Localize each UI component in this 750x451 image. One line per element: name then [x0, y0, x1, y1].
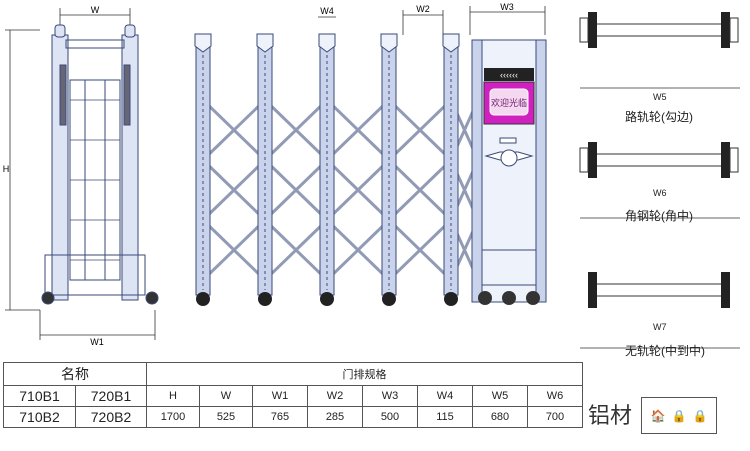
dim-w3-label: W3	[500, 2, 514, 12]
wheel-icon	[196, 292, 210, 306]
wheel-caption-rail: 路轨轮(勾边)	[625, 110, 693, 124]
rail-right	[729, 147, 739, 173]
wheel-icon	[258, 292, 272, 306]
wheel-icon	[382, 292, 396, 306]
value-cell: 700	[527, 406, 583, 428]
house-icon: 🏠	[650, 408, 666, 423]
column-header: W2	[307, 385, 363, 407]
wheel-right	[721, 142, 730, 178]
lattice-bar	[325, 218, 391, 282]
post-cap	[442, 33, 460, 53]
wheel-left	[588, 142, 597, 178]
rail-left	[579, 17, 589, 43]
scissor-lattice	[201, 98, 480, 282]
lattice-bar	[263, 218, 329, 282]
lattice-bar	[201, 218, 267, 282]
wheel-left	[588, 12, 597, 48]
lattice-bar	[387, 218, 453, 282]
sign-text: 欢迎光临	[491, 97, 527, 108]
value-cell: 680	[472, 406, 528, 428]
material-label: 铝材	[588, 403, 633, 428]
lattice-bar	[201, 98, 267, 162]
wheel-icon	[444, 292, 458, 306]
wheel-caption-trackless: 无轨轮(中到中)	[625, 344, 705, 358]
post-cap	[194, 33, 212, 53]
spec-table: 名称 门排规格 710B1 720B1 H W W1 W2 W3 W4 W5 W…	[3, 362, 583, 428]
rail-left	[579, 147, 589, 173]
wheel-dim-w5: W5	[653, 92, 667, 102]
wheel-icon	[320, 292, 334, 306]
dim-w-label: W	[91, 5, 100, 15]
material-icons-box: 🏠 🔒 🔒	[641, 397, 717, 434]
axle-bar	[595, 283, 723, 297]
spec-header: 门排规格	[146, 362, 583, 386]
dimension-lines	[5, 6, 546, 340]
wheel-right	[721, 12, 730, 48]
value-cell: 115	[417, 406, 473, 428]
lattice-bar	[201, 158, 267, 222]
value-cell: 285	[307, 406, 363, 428]
post-cap	[256, 33, 274, 53]
wheel-dim-w6: W6	[653, 188, 667, 198]
lattice-bar	[325, 98, 391, 162]
gate-posts	[194, 33, 460, 306]
side-rungs	[70, 99, 120, 261]
value-cell: 525	[199, 406, 253, 428]
column-header: W6	[527, 385, 583, 407]
column-header: W4	[417, 385, 473, 407]
dim-w4-label: W4	[320, 6, 334, 16]
value-cell: 500	[362, 406, 418, 428]
dim-w1-label: W1	[90, 337, 104, 347]
post-cap	[380, 33, 398, 53]
lock-icon: 🔒	[671, 408, 687, 423]
gate-drawing: W H W1 W4 W2 W3 ‹‹‹‹‹‹	[3, 2, 740, 349]
wheel-right	[721, 272, 730, 308]
rail-right	[729, 17, 739, 43]
dim-h-label: H	[3, 164, 10, 174]
model-cell: 720B1	[75, 385, 147, 407]
wheel-caption-angle: 角钢轮(角中)	[625, 209, 693, 223]
lock-icon: 🔒	[692, 408, 708, 423]
lattice-bar	[387, 158, 453, 222]
column-header: H	[146, 385, 200, 407]
arrow-indicator	[484, 68, 534, 81]
lattice-bar	[387, 98, 453, 162]
table-row: 710B1 720B1 H W W1 W2 W3 W4 W5 W6	[3, 385, 583, 407]
column-header: W5	[472, 385, 528, 407]
model-cell: 710B1	[3, 385, 76, 407]
column-header: W1	[252, 385, 308, 407]
post-cap	[318, 33, 336, 53]
axle-bar	[595, 23, 723, 37]
model-cell: 710B2	[3, 406, 76, 428]
lattice-bar	[263, 158, 329, 222]
lattice-bar	[263, 98, 329, 162]
wheel-dim-w7: W7	[653, 322, 667, 332]
side-view	[41, 24, 159, 305]
axle-bar	[595, 153, 723, 167]
wheel-diagrams	[579, 12, 740, 349]
value-cell: 765	[252, 406, 308, 428]
dim-w2-label: W2	[416, 4, 430, 14]
column-header: W3	[362, 385, 418, 407]
svg-text:‹‹‹‹‹‹: ‹‹‹‹‹‹	[500, 70, 518, 80]
wheel-left	[588, 272, 597, 308]
name-header: 名称	[3, 362, 147, 386]
table-row: 710B2 720B2 1700 525 765 285 500 115 680…	[3, 406, 583, 428]
model-cell: 720B2	[75, 406, 147, 428]
value-cell: 1700	[146, 406, 200, 428]
gate-head-unit: ‹‹‹‹‹‹ 欢迎光临	[471, 39, 547, 305]
column-header: W	[199, 385, 253, 407]
lattice-bar	[325, 158, 391, 222]
